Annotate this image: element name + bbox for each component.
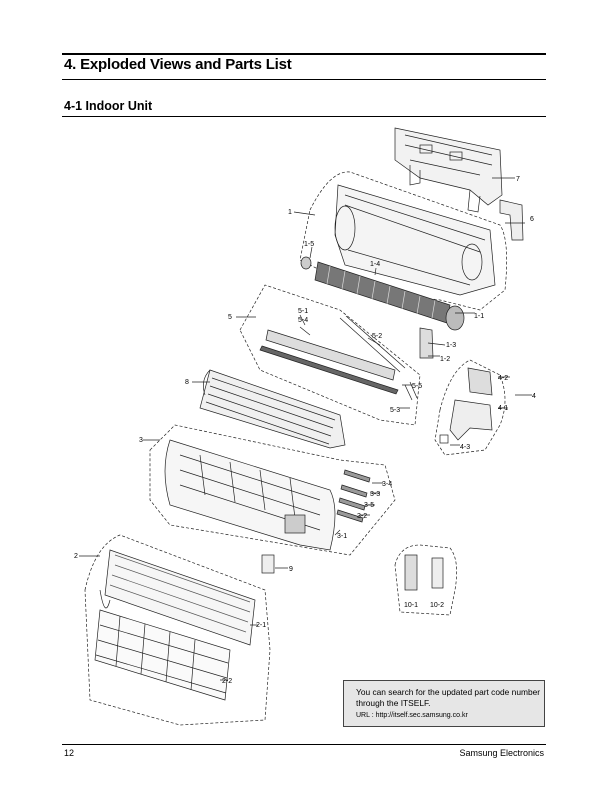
group-10-boundary [394,544,457,616]
footer-rule [62,744,546,745]
label-4: 4 [532,393,536,400]
remote-holder-drawing [431,557,444,589]
label-5-4: 5-4 [298,317,308,324]
label-1-2: 1-2 [440,356,450,363]
page-number: 12 [64,748,75,758]
part-9-drawing [261,554,275,574]
label-5-5: 5-5 [412,383,422,390]
label-4-2: 4-2 [498,375,508,382]
label-3-3: 3-3 [370,491,380,498]
label-1: 1 [288,209,292,216]
label-6: 6 [530,216,534,223]
label-2-2: 2-2 [222,678,232,685]
subsection-title: 4-1 Indoor Unit [64,99,153,113]
itself-note-box: You can search for the updated part code… [343,680,545,727]
label-5: 5 [228,314,232,321]
label-10-1: 10-1 [404,602,418,609]
label-1-1: 1-1 [474,313,484,320]
note-text: You can search for the updated part code… [356,687,541,708]
group-2-boundary [84,534,271,726]
label-3-2: 3-2 [357,513,367,520]
section-title: 4. Exploded Views and Parts List [64,56,292,73]
label-1-3: 1-3 [446,342,456,349]
label-2-1: 2-1 [256,622,266,629]
subsection-title-rule [62,116,546,117]
mounting-plate-drawing [394,127,503,213]
label-8: 8 [185,379,189,386]
front-frame-drawing [164,439,336,551]
chassis-drawing [334,184,496,296]
footer-company: Samsung Electronics [459,748,544,758]
part-4-drawing [439,367,493,444]
label-1-5: 1-5 [304,241,314,248]
note-url: URL : http://itself.sec.samsung.co.kr [356,712,468,719]
pcb-parts-drawing [336,469,371,523]
group-5-boundary [239,284,421,426]
bearing-drawing [300,256,312,270]
label-4-3: 4-3 [460,444,470,451]
part-6-drawing [499,199,524,241]
group-3-boundary [149,424,396,556]
front-grille-drawing [99,549,256,646]
fan-drawing [314,261,465,331]
motor-holder-drawing [419,327,434,359]
label-10-2: 10-2 [430,602,444,609]
label-1-4: 1-4 [370,261,380,268]
label-3: 3 [139,437,143,444]
top-rule [62,53,546,55]
label-3-4: 3-4 [382,481,392,488]
label-2: 2 [74,553,78,560]
section-title-rule [62,79,546,80]
label-5-2: 5-2 [372,333,382,340]
remote-control-drawing [404,554,418,591]
group-1-boundary [299,171,508,311]
part-labels: 7 6 1 1-5 1-4 1-1 1-3 1-2 5 5-1 5-4 5-2 … [74,176,536,685]
label-7: 7 [516,176,520,183]
label-3-5: 3-5 [364,502,374,509]
label-5-3: 5-3 [390,407,400,414]
label-3-1: 3-1 [337,533,347,540]
label-5-1: 5-1 [298,308,308,315]
air-filter-drawing [94,609,231,701]
label-4-1: 4-1 [498,405,508,412]
group-4-boundary [434,359,506,456]
label-9: 9 [289,566,293,573]
evaporator-drawing [199,369,346,449]
part-5-drawing [259,315,418,401]
